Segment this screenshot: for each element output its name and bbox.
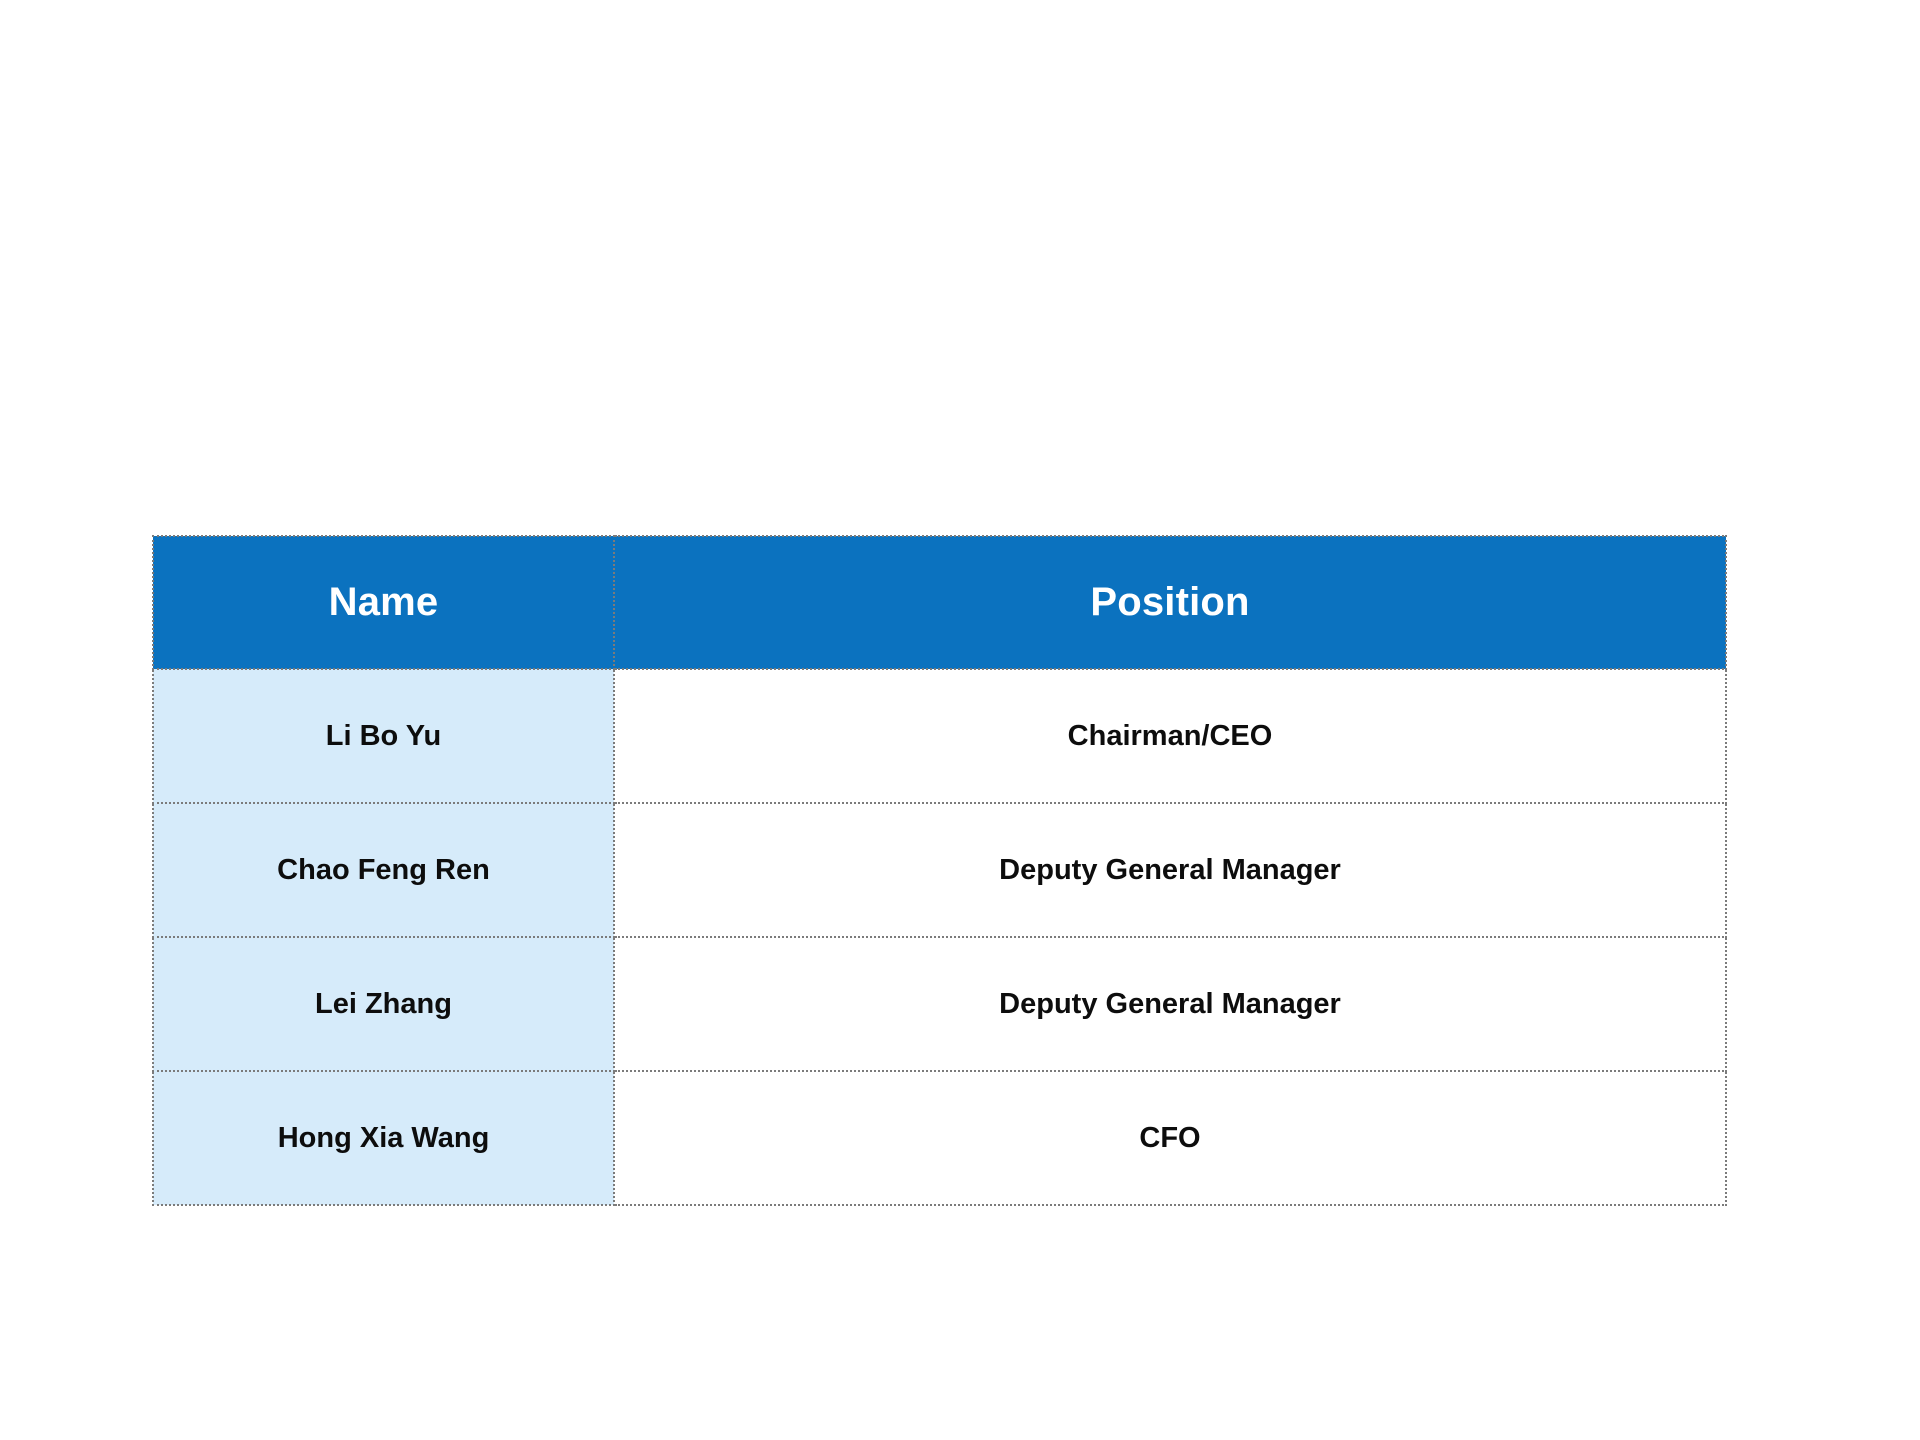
table-header: Name Position <box>152 535 1727 670</box>
cell-name: Chao Feng Ren <box>152 802 615 938</box>
table-row: Hong Xia Wang CFO <box>152 1070 1727 1206</box>
column-header-position[interactable]: Position <box>613 535 1727 670</box>
cell-name: Hong Xia Wang <box>152 1070 615 1206</box>
table-row: Lei Zhang Deputy General Manager <box>152 936 1727 1072</box>
cell-name: Li Bo Yu <box>152 668 615 804</box>
leadership-table: Name Position Li Bo Yu Chairman/CEO Chao… <box>152 535 1727 1206</box>
table-row: Chao Feng Ren Deputy General Manager <box>152 802 1727 938</box>
column-header-name[interactable]: Name <box>152 535 615 670</box>
cell-position: Chairman/CEO <box>613 668 1727 804</box>
cell-position: CFO <box>613 1070 1727 1206</box>
cell-position: Deputy General Manager <box>613 802 1727 938</box>
table-row: Li Bo Yu Chairman/CEO <box>152 668 1727 804</box>
table-header-row: Name Position <box>152 535 1727 670</box>
cell-position: Deputy General Manager <box>613 936 1727 1072</box>
table-body: Li Bo Yu Chairman/CEO Chao Feng Ren Depu… <box>152 668 1727 1206</box>
cell-name: Lei Zhang <box>152 936 615 1072</box>
